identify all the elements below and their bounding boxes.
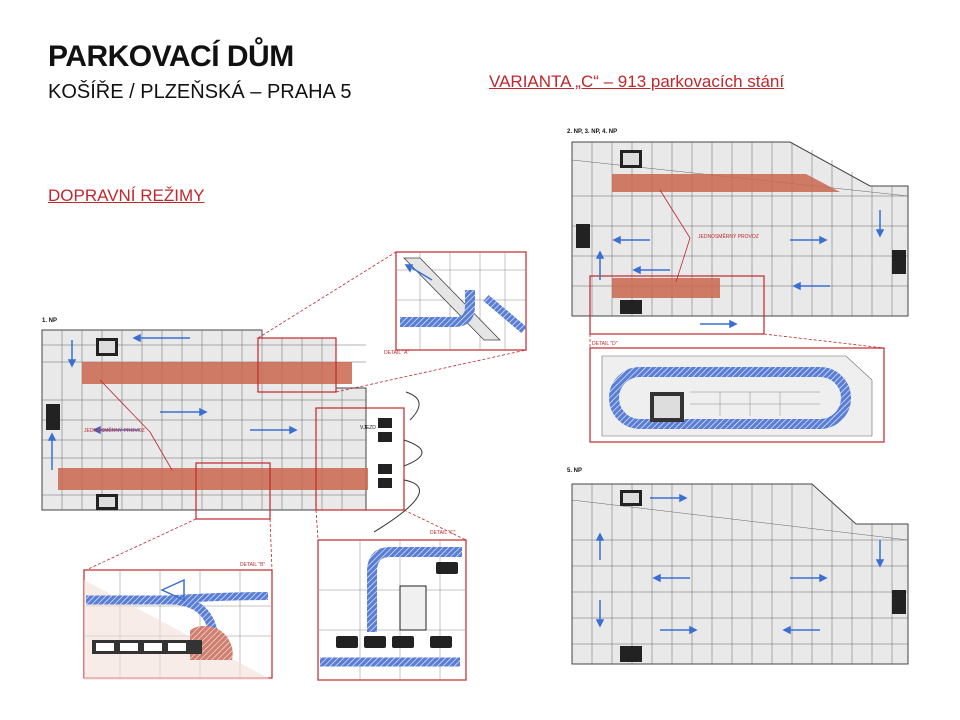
upper-floor-plan	[571, 141, 909, 349]
one-way-note-ground: JEDNOSMĚRNÝ PROVOZ	[84, 428, 145, 434]
upper-floor-label: 2. NP, 3. NP, 4. NP	[567, 129, 618, 135]
section-heading: DOPRAVNÍ REŽIMY	[48, 186, 205, 205]
detail-c-label: DETAIL "C"	[430, 530, 456, 536]
detail-b-label: DETAIL "B"	[240, 562, 266, 568]
detail-b-drawing	[83, 569, 273, 680]
detail-a-label: DETAIL "A"	[384, 350, 410, 356]
entry-note: VJEZD	[360, 425, 376, 431]
detail-d-label: DETAIL "D"	[592, 341, 618, 347]
variant-heading: VARIANTA „C“ – 913 parkovacích stání	[489, 72, 785, 91]
page-subtitle: KOŠÍŘE / PLZEŇSKÁ – PRAHA 5	[48, 81, 352, 103]
detail-a-drawing	[395, 251, 527, 351]
ground-floor-plan	[41, 251, 527, 571]
one-way-note-upper: JEDNOSMĚRNÝ PROVOZ	[698, 234, 759, 240]
top-floor-plan	[571, 483, 909, 665]
page-title: PARKOVACÍ DŮM	[48, 40, 294, 73]
detail-c-drawing	[317, 539, 467, 681]
top-floor-label: 5. NP	[567, 468, 583, 474]
detail-d-drawing	[589, 347, 885, 443]
ground-floor-label: 1. NP	[42, 318, 58, 324]
